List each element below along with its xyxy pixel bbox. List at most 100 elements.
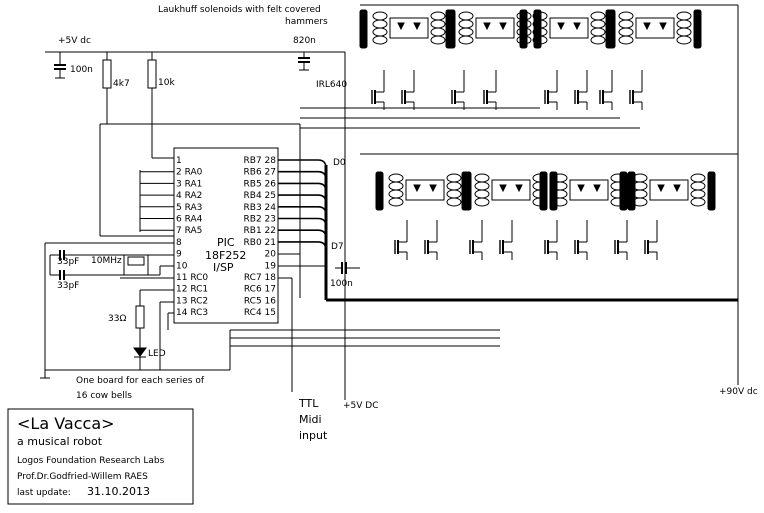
solenoid-bottom-0-diode	[413, 184, 421, 193]
solenoid-top-3-core-left	[605, 9, 614, 49]
pic-chip-body	[173, 147, 279, 324]
solenoid-bottom-0-core-left	[375, 171, 384, 211]
pic-pin-right-21: RB0 21	[244, 238, 276, 248]
solenoid-bottom-3-diode	[673, 184, 681, 193]
data-bus-line-0	[278, 159, 327, 169]
solenoid-top-2-core-left	[519, 9, 528, 49]
solenoid-top-0-diode	[413, 22, 421, 31]
solenoid-top-3-diode-box	[635, 17, 675, 39]
data-bus-line-2	[278, 182, 327, 192]
solenoid-top-3-coil	[618, 19, 634, 29]
solenoid-bottom-0-diode-box	[405, 179, 445, 201]
v90-label: +90V dc	[719, 387, 758, 397]
solenoid-top-2-coil	[590, 19, 606, 29]
solenoid-bottom-1-coil	[474, 197, 490, 207]
solenoid-bottom-2-diode-box	[569, 179, 609, 201]
pic-model: 18F252	[205, 249, 246, 262]
solenoid-top-3-coil	[618, 27, 634, 37]
solenoid-top-3-core-right	[693, 9, 702, 49]
solenoid-top-0-coil	[430, 19, 446, 29]
solenoid-bottom-3-coil	[690, 173, 706, 183]
pic-pin-right-26: RB5 26	[244, 179, 277, 189]
update-label: last update:	[17, 488, 71, 498]
bus-d7-label: D7	[331, 242, 344, 252]
data-bus-line-3	[278, 194, 327, 204]
pic-pin-right-16: RC5 16	[244, 296, 276, 306]
solenoid-top-1-diode-box	[475, 17, 515, 39]
solenoid-bottom-3-coil	[632, 197, 648, 207]
pic-pin-left-14: 14 RC3	[176, 308, 208, 318]
resistor-33	[135, 305, 145, 329]
pic-pin-left-9: 9	[176, 250, 182, 260]
pic-pin-right-17: RC6 17	[244, 285, 276, 295]
ttl-label: TTL	[298, 397, 319, 410]
solenoid-top-0-coil	[372, 27, 388, 37]
solenoid-top-0-coil	[372, 19, 388, 29]
solenoid-bottom-0-coil	[446, 189, 462, 199]
solenoid-top-0-coil	[430, 11, 446, 21]
solenoid-top-2-coil	[532, 35, 548, 45]
solenoid-bottom-2-core-left	[539, 171, 548, 211]
solenoid-top-1-coil	[458, 27, 474, 37]
pic-pin-left-3: 3 RA1	[176, 179, 202, 189]
solenoid-bottom-2-coil	[552, 197, 568, 207]
pic-pin-left-12: 12 RC1	[176, 285, 208, 295]
subtitle-text: a musical robot	[17, 435, 103, 448]
pic-pin-left-8: 8	[176, 238, 182, 248]
input-label: input	[299, 429, 328, 442]
midi-label: Midi	[299, 413, 322, 426]
crystal-label: 10MHz	[91, 256, 122, 266]
resistor-4k7-label: 4k7	[113, 79, 130, 89]
data-bus-line-1	[278, 170, 327, 180]
resistor-10k	[147, 59, 157, 89]
cap-100n-label: 100n	[70, 65, 93, 75]
solenoid-bottom-0-coil	[388, 173, 404, 183]
solenoid-top-1-coil	[458, 35, 474, 45]
solenoid-bottom-1-diode	[499, 184, 507, 193]
pic-pin-right-23: RB2 23	[244, 215, 276, 225]
solenoid-top-2-diode	[557, 22, 565, 31]
solenoid-bottom-3-coil	[690, 181, 706, 191]
solenoid-top-0-coil	[430, 27, 446, 37]
vdd-bottom-label: +5V DC	[343, 401, 379, 411]
solenoid-top-0-core-left	[359, 9, 368, 49]
header-title-line1: Laukhuff solenoids with felt covered	[158, 5, 321, 15]
solenoid-top-0-diode-box	[389, 17, 429, 39]
solenoid-bottom-0-coil	[446, 197, 462, 207]
pic-pin-right-15: RC4 15	[244, 308, 276, 318]
resistor-10k-label: 10k	[158, 78, 175, 88]
bus-d0-label: D0	[333, 158, 346, 168]
pic-pin-left-5: 5 RA3	[176, 203, 202, 213]
title-box	[7, 408, 194, 505]
solenoid-top-0-diode	[397, 22, 405, 31]
pic-pin-left-11: 11 RC0	[176, 273, 208, 283]
solenoid-bottom-0-coil	[446, 181, 462, 191]
data-bus-line-7	[278, 241, 327, 250]
solenoid-top-1-coil	[458, 11, 474, 21]
solenoid-top-1-diode	[483, 22, 491, 31]
data-bus-line-5	[278, 217, 327, 227]
solenoid-bottom-3-diode-box	[649, 179, 689, 201]
pic-pin-right-22: RB1 22	[244, 226, 276, 236]
led-symbol	[133, 347, 147, 357]
resistor-4k7	[102, 59, 112, 89]
solenoid-top-0-coil	[430, 35, 446, 45]
solenoid-bottom-1-coil	[474, 173, 490, 183]
solenoid-top-3-coil	[676, 35, 692, 45]
update-date: 31.10.2013	[87, 485, 150, 498]
pic-pin-left-1: 1	[176, 156, 182, 166]
pic-pin-left-2: 2 RA0	[176, 168, 203, 178]
cap-33pf-2-label: 33pF	[57, 281, 79, 291]
solenoid-top-1-diode	[499, 22, 507, 31]
solenoid-bottom-1-diode	[515, 184, 523, 193]
pic-pin-left-13: 13 RC2	[176, 296, 208, 306]
cap-820n-label: 820n	[293, 36, 316, 46]
solenoid-top-3-diode	[659, 22, 667, 31]
pic-pin-right-25: RB4 25	[244, 191, 276, 201]
solenoid-top-2-coil	[590, 11, 606, 21]
solenoid-bottom-0-diode	[429, 184, 437, 193]
led-label: LED	[148, 349, 166, 359]
pic-pin-left-6: 6 RA4	[176, 215, 203, 225]
solenoid-bottom-0-coil	[446, 173, 462, 183]
